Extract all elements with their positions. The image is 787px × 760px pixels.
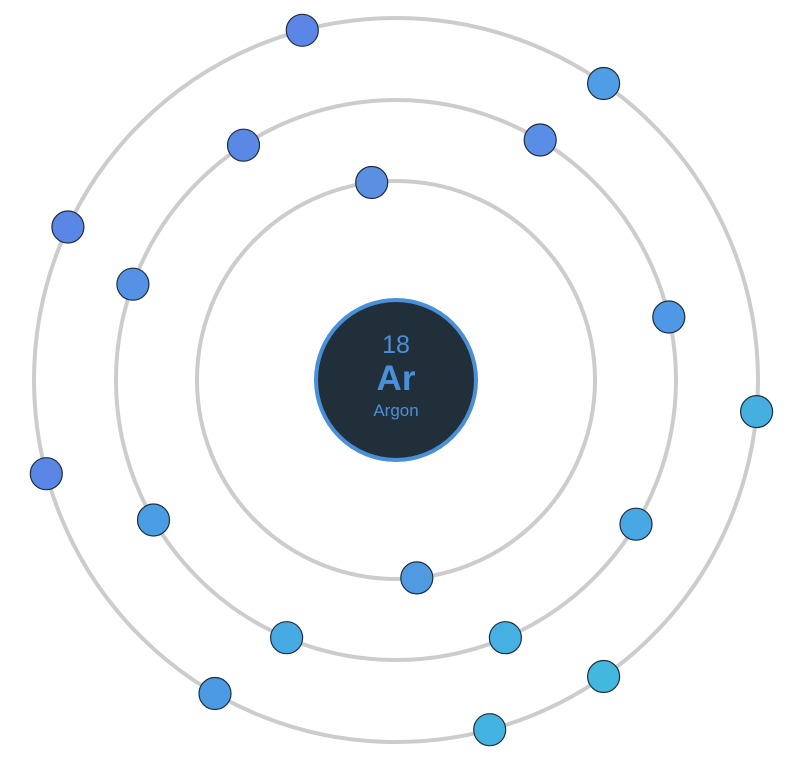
- electron-shell-2-5: [488, 621, 522, 655]
- electron-shell-3-6: [198, 676, 232, 711]
- electron-shell-1-1: [355, 165, 389, 200]
- element-symbol: Ar: [377, 359, 416, 398]
- electron-shell-1-2: [400, 561, 434, 595]
- nucleus: 18 Ar Argon: [314, 298, 478, 462]
- electron-shell-2-3: [652, 300, 686, 334]
- element-name: Argon: [373, 401, 418, 420]
- electrons: [29, 13, 774, 747]
- electron-shell-2-7: [136, 503, 171, 537]
- shell-2: [114, 98, 678, 662]
- electron-shell-3-1: [285, 13, 319, 47]
- electron-shell-3-8: [51, 210, 85, 244]
- shell-1: [195, 179, 597, 581]
- electron-shell-3-4: [586, 659, 621, 694]
- electron-shells: [32, 16, 760, 744]
- electron-shell-2-4: [619, 507, 653, 541]
- electron-shell-2-2: [523, 123, 557, 157]
- electron-shell-3-7: [29, 457, 63, 491]
- electron-shell-3-5: [473, 713, 507, 747]
- electron-shell-2-6: [270, 621, 304, 655]
- nucleus-circle: [314, 298, 478, 462]
- electron-shell-3-3: [739, 395, 774, 429]
- electron-shell-2-1: [226, 128, 261, 162]
- electron-shell-2-8: [116, 267, 150, 301]
- shell-3: [32, 16, 760, 744]
- electron-shell-3-2: [586, 66, 621, 101]
- atomic-number: 18: [382, 331, 410, 359]
